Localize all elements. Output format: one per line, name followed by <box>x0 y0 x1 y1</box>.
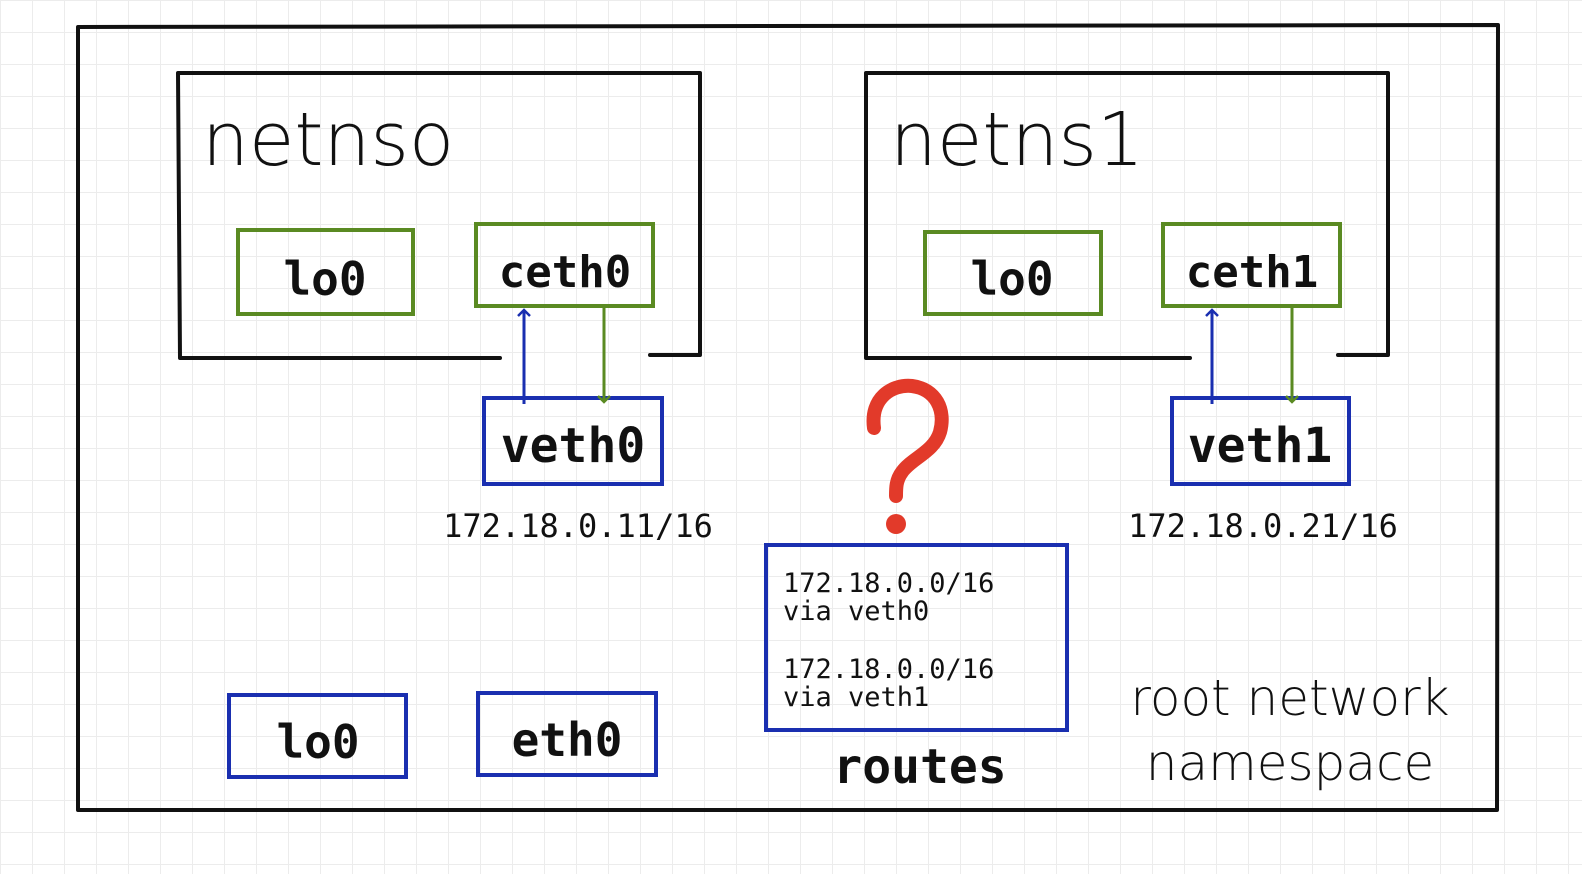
netns0-lo0-label: lo0 <box>283 252 366 306</box>
question-mark-icon <box>866 378 949 534</box>
routes-box <box>764 543 1069 732</box>
netns1-ceth1-label: ceth1 <box>1186 247 1318 298</box>
netns0-veth0-box <box>482 396 664 486</box>
route-1-device: via veth0 <box>783 596 929 627</box>
netns1-lo0-label: lo0 <box>970 252 1053 306</box>
netns1-ceth1-box <box>1161 222 1342 308</box>
route-2-destination: 172.18.0.0/16 <box>783 654 994 685</box>
root-namespace-label-line2: namespace <box>1146 734 1434 792</box>
root-namespace-frame <box>76 23 1500 812</box>
netns1-ip: 172.18.0.21/16 <box>1128 507 1398 545</box>
netns0-title: netnso <box>202 97 454 183</box>
route-2-device: via veth1 <box>783 682 929 713</box>
route-1-destination: 172.18.0.0/16 <box>783 568 994 599</box>
netns0-ip: 172.18.0.11/16 <box>443 507 713 545</box>
netns1-title: netns1 <box>890 97 1144 183</box>
netns0-frame <box>176 71 702 360</box>
root-namespace-label-line1: root network <box>1130 669 1449 727</box>
root-lo0-label: lo0 <box>276 715 359 769</box>
root-eth0-box <box>476 691 658 777</box>
netns1-lo0-box <box>923 230 1103 316</box>
netns0-veth0-label: veth0 <box>501 418 646 474</box>
routes-title: routes <box>833 739 1006 795</box>
root-eth0-label: eth0 <box>512 713 623 767</box>
netns1-veth1-box <box>1170 396 1351 486</box>
netns0-ceth0-box <box>474 222 655 308</box>
netns1-veth1-label: veth1 <box>1188 418 1333 474</box>
netns1-frame <box>864 71 1390 360</box>
root-lo0-box <box>227 693 408 779</box>
netns0-lo0-box <box>236 228 415 316</box>
netns0-ceth0-label: ceth0 <box>499 247 631 298</box>
